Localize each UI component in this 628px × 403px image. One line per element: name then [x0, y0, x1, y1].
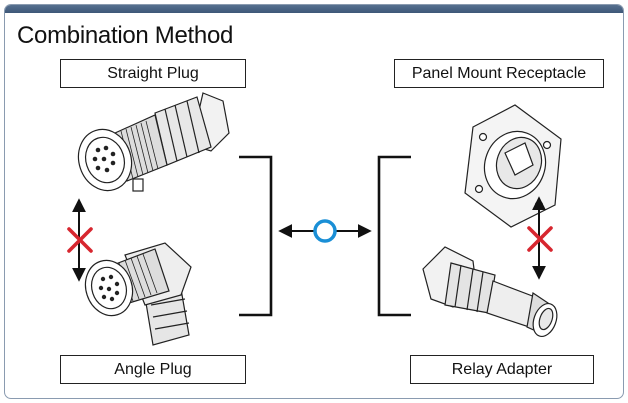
- diagram-frame: Combination Method Straight Plug Panel M…: [4, 4, 624, 399]
- right-bracket: [377, 155, 411, 317]
- label-straight-plug: Straight Plug: [60, 59, 246, 88]
- angle-plug-image: [84, 242, 192, 346]
- label-angle-plug: Angle Plug: [60, 355, 246, 384]
- label-panel-mount-receptacle: Panel Mount Receptacle: [394, 59, 604, 88]
- circle-icon: [313, 219, 337, 243]
- diagram-title: Combination Method: [17, 22, 234, 49]
- left-bracket: [239, 155, 273, 317]
- relay-adapter-image: [422, 246, 558, 338]
- straight-plug-image: [77, 92, 230, 192]
- left-x-mark-icon: [67, 227, 93, 253]
- header-bar: [5, 5, 623, 13]
- diagram-art: [67, 92, 562, 346]
- panel-mount-receptacle-image: [464, 104, 562, 228]
- label-relay-adapter: Relay Adapter: [410, 355, 594, 384]
- right-x-mark-icon: [527, 226, 553, 252]
